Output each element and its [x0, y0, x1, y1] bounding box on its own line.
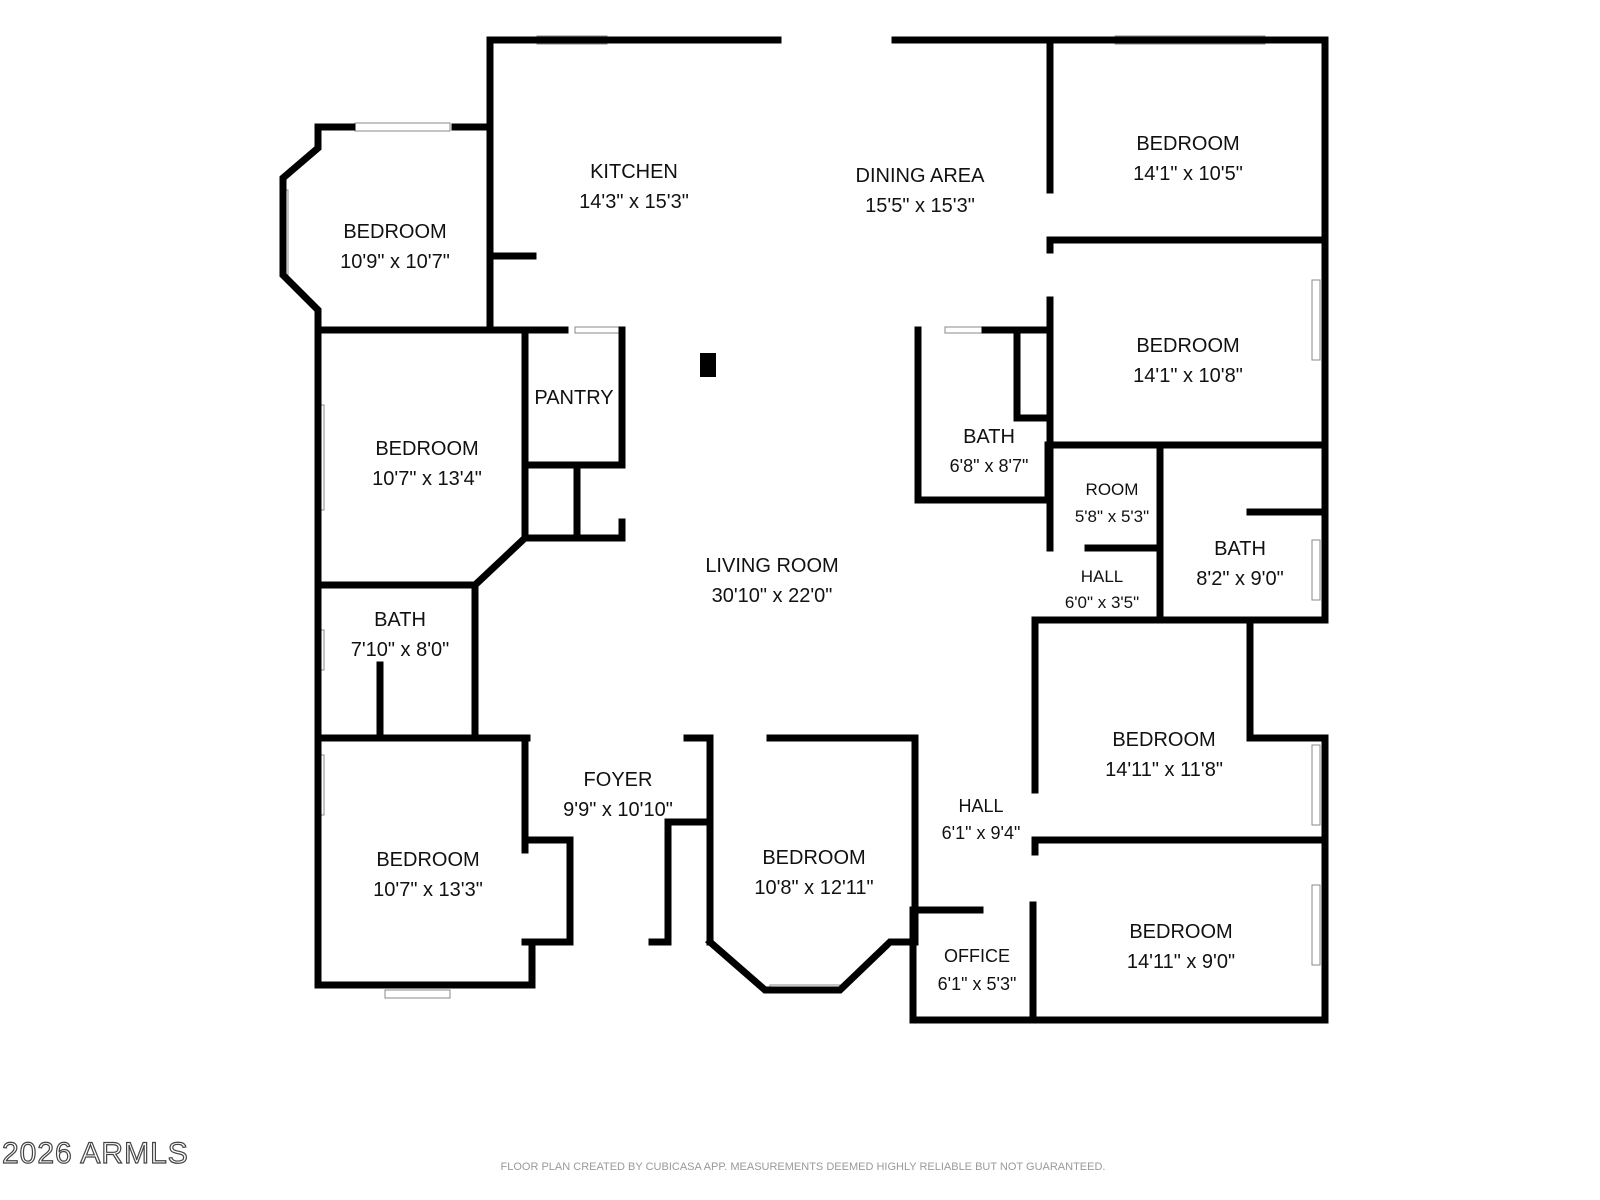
bedroom-w1-label: BEDROOM 10'7" x 13'4"	[372, 438, 482, 490]
room-dimensions: 6'1" x 9'4"	[942, 823, 1021, 843]
room-name: LIVING ROOM	[705, 555, 838, 577]
room-name: BATH	[1214, 538, 1266, 560]
room-dimensions: 10'9" x 10'7"	[340, 251, 450, 273]
room-name: BEDROOM	[375, 438, 478, 460]
bath-east-label: BATH 8'2" x 9'0"	[1196, 538, 1283, 590]
room-name: BEDROOM	[1136, 335, 1239, 357]
kitchen-label: KITCHEN 14'3" x 15'3"	[579, 161, 689, 213]
room-name: BATH	[374, 609, 426, 631]
bedroom-nw-label: BEDROOM 10'9" x 10'7"	[340, 221, 450, 273]
room-name: BEDROOM	[343, 221, 446, 243]
room-dimensions: 14'11" x 11'8"	[1105, 759, 1223, 781]
walls	[279, 36, 1329, 1024]
hall-east-label: HALL 6'0" x 3'5"	[1065, 567, 1139, 612]
dining-area-label: DINING AREA 15'5" x 15'3"	[856, 165, 986, 217]
watermark: 2026 ARMLS	[2, 1137, 189, 1170]
room-small-label: ROOM 5'8" x 5'3"	[1075, 480, 1149, 526]
room-dimensions: 14'3" x 15'3"	[579, 191, 689, 213]
room-dimensions: 14'1" x 10'8"	[1133, 365, 1243, 387]
room-name: PANTRY	[534, 387, 613, 409]
bedroom-ne2-label: BEDROOM 14'1" x 10'8"	[1133, 335, 1243, 387]
room-name: ROOM	[1086, 480, 1139, 499]
room-name: BEDROOM	[1129, 921, 1232, 943]
room-name: OFFICE	[944, 946, 1010, 966]
room-name: BEDROOM	[1136, 133, 1239, 155]
room-name: BEDROOM	[762, 847, 865, 869]
room-name: HALL	[958, 796, 1003, 816]
room-dimensions: 10'7" x 13'3"	[373, 879, 483, 901]
room-name: BEDROOM	[1112, 729, 1215, 751]
room-dimensions: 6'1" x 5'3"	[938, 974, 1017, 994]
room-name: KITCHEN	[590, 161, 678, 183]
disclaimer: FLOOR PLAN CREATED BY CUBICASA APP. MEAS…	[501, 1161, 1106, 1173]
room-dimensions: 6'8" x 8'7"	[950, 456, 1029, 476]
room-name: FOYER	[584, 769, 653, 791]
bedroom-sw-label: BEDROOM 10'7" x 13'3"	[373, 849, 483, 901]
room-dimensions: 10'8" x 12'11"	[754, 877, 873, 899]
room-dimensions: 5'8" x 5'3"	[1075, 507, 1149, 526]
pantry-label: PANTRY	[534, 387, 613, 409]
bath-west-label: BATH 7'10" x 8'0"	[351, 609, 450, 661]
bath-center-label: BATH 6'8" x 8'7"	[950, 426, 1029, 476]
room-dimensions: 9'9" x 10'10"	[563, 799, 673, 821]
room-dimensions: 30'10" x 22'0"	[712, 585, 833, 607]
room-name: BATH	[963, 426, 1015, 448]
room-dimensions: 15'5" x 15'3"	[865, 195, 975, 217]
office-label: OFFICE 6'1" x 5'3"	[938, 946, 1017, 994]
living-room-label: LIVING ROOM 30'10" x 22'0"	[705, 555, 838, 607]
hall-south-label: HALL 6'1" x 9'4"	[942, 796, 1021, 843]
room-dimensions: 14'1" x 10'5"	[1133, 163, 1243, 185]
bedroom-s-label: BEDROOM 10'8" x 12'11"	[754, 847, 873, 899]
room-dimensions: 10'7" x 13'4"	[372, 468, 482, 490]
room-labels: KITCHEN 14'3" x 15'3" DINING AREA 15'5" …	[340, 133, 1284, 994]
bedroom-se2-label: BEDROOM 14'11" x 9'0"	[1127, 921, 1235, 973]
bedroom-ne1-label: BEDROOM 14'1" x 10'5"	[1133, 133, 1243, 185]
room-name: HALL	[1081, 567, 1124, 586]
room-name: DINING AREA	[856, 165, 986, 187]
room-dimensions: 14'11" x 9'0"	[1127, 951, 1235, 973]
bedroom-se1-label: BEDROOM 14'11" x 11'8"	[1105, 729, 1223, 781]
room-name: BEDROOM	[376, 849, 479, 871]
room-dimensions: 8'2" x 9'0"	[1196, 568, 1283, 590]
room-dimensions: 7'10" x 8'0"	[351, 639, 450, 661]
foyer-label: FOYER 9'9" x 10'10"	[563, 769, 673, 821]
room-dimensions: 6'0" x 3'5"	[1065, 593, 1139, 612]
